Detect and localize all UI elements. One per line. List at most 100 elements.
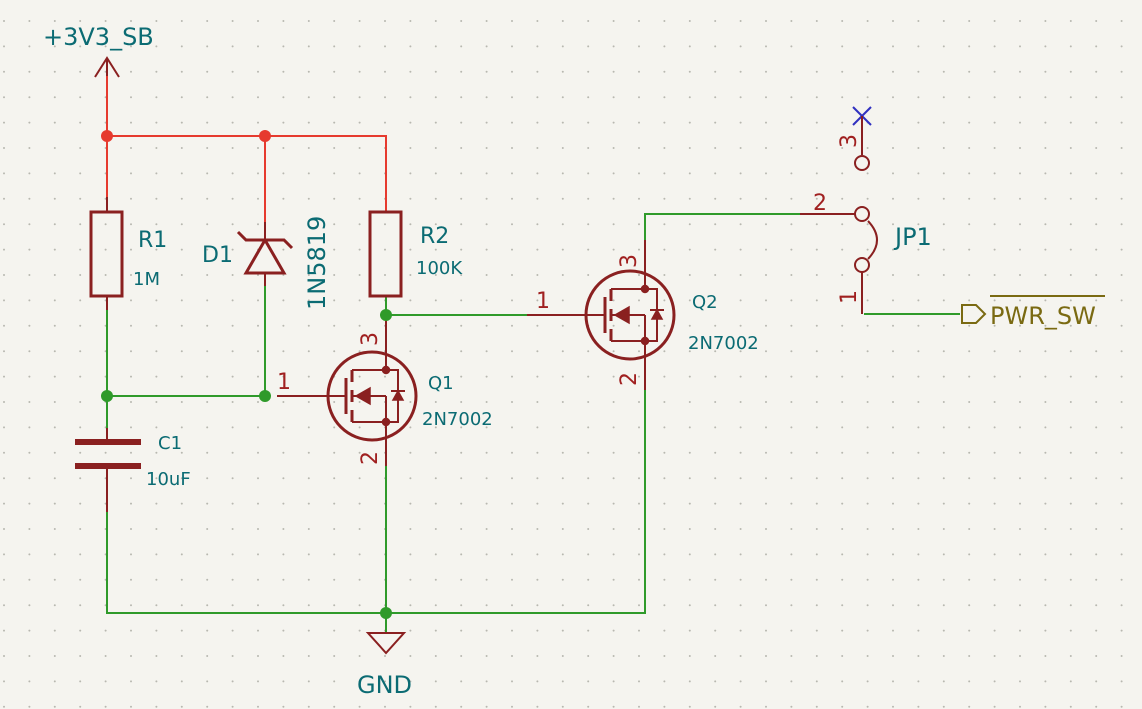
grid-dot [841,705,844,708]
grid-dot [1069,299,1072,302]
grid-dot [358,45,361,48]
grid-dot [663,223,666,226]
grid-dot [206,680,209,683]
grid-dot [155,147,158,149]
grid-dot [739,299,742,302]
grid-dot [993,578,996,581]
grid-dot [28,248,31,251]
grid-dot [561,223,564,226]
grid-dot [307,299,310,302]
grid-dot [765,705,767,708]
grid-dot [587,401,590,403]
grid-dot [815,604,818,607]
grid-dot [1095,350,1098,353]
grid-dot [1120,451,1123,454]
grid-dot [688,401,691,403]
grid-dot [3,705,5,708]
grid-dot [841,401,844,403]
grid-dot [892,70,894,73]
grid-dot [333,70,336,73]
grid-dot [942,20,945,22]
grid-dot [688,477,691,480]
grid-dot [282,553,285,556]
grid-dot [841,121,844,124]
grid-dot [28,350,31,353]
grid-dot [866,604,869,607]
grid-dot [155,451,158,454]
grid-dot [511,655,513,657]
grid-dot [866,70,869,73]
grid-dot [1019,553,1021,556]
grid-dot [180,274,183,276]
grid-dot [993,528,996,530]
grid-dot [790,655,793,657]
r1-value: 1M [133,269,160,290]
grid-dot [460,629,463,632]
grid-dot [231,20,234,22]
grid-dot [485,324,488,327]
mosfet-q2[interactable]: 3 2 1 Q2 2N7002 [527,240,759,390]
grid-dot [1019,578,1021,581]
grid-dot [307,578,310,581]
grid-dot [180,705,183,708]
grid-dot [917,274,920,276]
grid-dot [511,629,513,632]
grid-dot [28,604,31,607]
net-label-pwr-sw[interactable]: PWR_SW [961,295,1105,330]
grid-dot [155,299,158,302]
grid-dot [714,121,717,124]
grid-dot [206,528,209,530]
grid-dot [231,578,234,581]
grid-dot [638,96,640,99]
grid-dot [282,451,285,454]
grid-dot [612,426,615,429]
grid-dot [587,578,590,581]
grid-dot [612,147,615,149]
grid-dot [206,375,209,378]
grid-dot [663,274,666,276]
resistor-r1[interactable]: R1 1M [89,197,167,310]
grid-dot [815,553,818,556]
grid-dot [257,426,259,429]
capacitor-c1[interactable]: C1 10uF [75,428,191,512]
grid-dot [968,70,971,73]
grid-dot [1044,604,1047,607]
diode-d1[interactable]: D1 1N5819 [202,216,331,310]
grid-dot [257,629,259,632]
grid-dot [53,451,56,454]
grid-dot [511,324,513,327]
grid-dot [612,96,615,99]
grid-dot [53,604,56,607]
grid-dot [993,96,996,99]
grid-dot [815,578,818,581]
grid-dot [257,20,259,22]
grid-dot [3,299,5,302]
grid-dot [968,502,971,505]
grid-dot [460,401,463,403]
grid-dot [917,629,920,632]
grid-dot [942,502,945,505]
mosfet-q1[interactable]: 3 2 1 Q1 2N7002 [277,315,493,466]
grid-dot [485,553,488,556]
grid-dot [790,147,793,149]
grid-dot [942,121,945,124]
grid-dot [688,350,691,353]
grid-dot [612,20,615,22]
grid-dot [612,705,615,708]
grid-dot [561,553,564,556]
grid-dot [155,197,158,200]
grid-dot [663,604,666,607]
grid-dot [130,604,132,607]
grid-dot [384,121,386,124]
grid-dot [3,680,5,683]
grid-dot [866,96,869,99]
grid-dot [1044,324,1047,327]
resistor-r2[interactable]: R2 100K [368,210,463,298]
grid-dot [79,20,82,22]
jumper-jp1[interactable]: 3 2 1 JP1 [800,106,932,314]
grid-dot [307,324,310,327]
grid-dot [942,172,945,175]
grid-dot [130,197,132,200]
grid-dot [384,274,386,276]
